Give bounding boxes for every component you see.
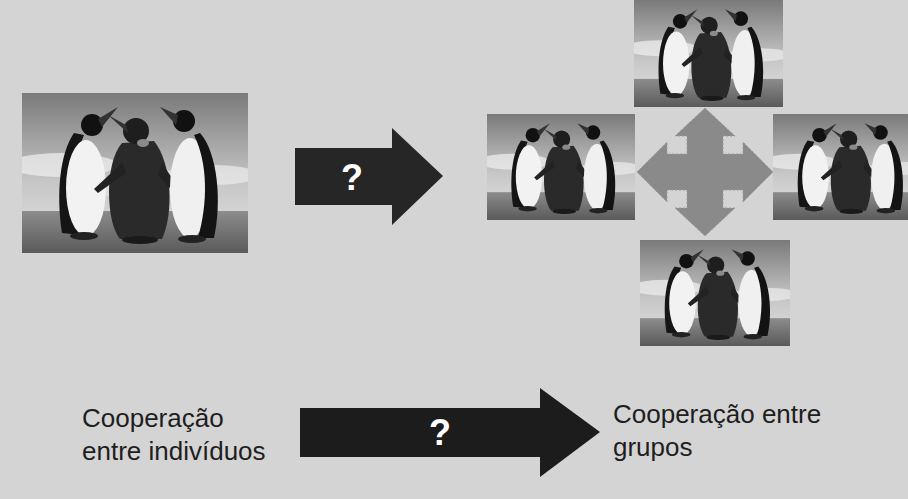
cross-arrow xyxy=(637,108,773,236)
penguin-photo xyxy=(7,93,260,253)
question-mark: ? xyxy=(341,160,363,196)
penguin-photo xyxy=(624,0,791,107)
concept-text: Cooperação entre grupos xyxy=(613,398,835,463)
arrow-shape xyxy=(300,388,600,477)
arrow-shape xyxy=(295,128,443,225)
penguin-photo xyxy=(477,114,643,220)
penguin-photo-clip xyxy=(763,114,908,220)
penguin-photo xyxy=(763,114,908,220)
concept-text: Cooperação entre indivíduos xyxy=(82,402,277,467)
penguin-photo xyxy=(630,240,798,346)
question-mark: ? xyxy=(429,415,451,451)
